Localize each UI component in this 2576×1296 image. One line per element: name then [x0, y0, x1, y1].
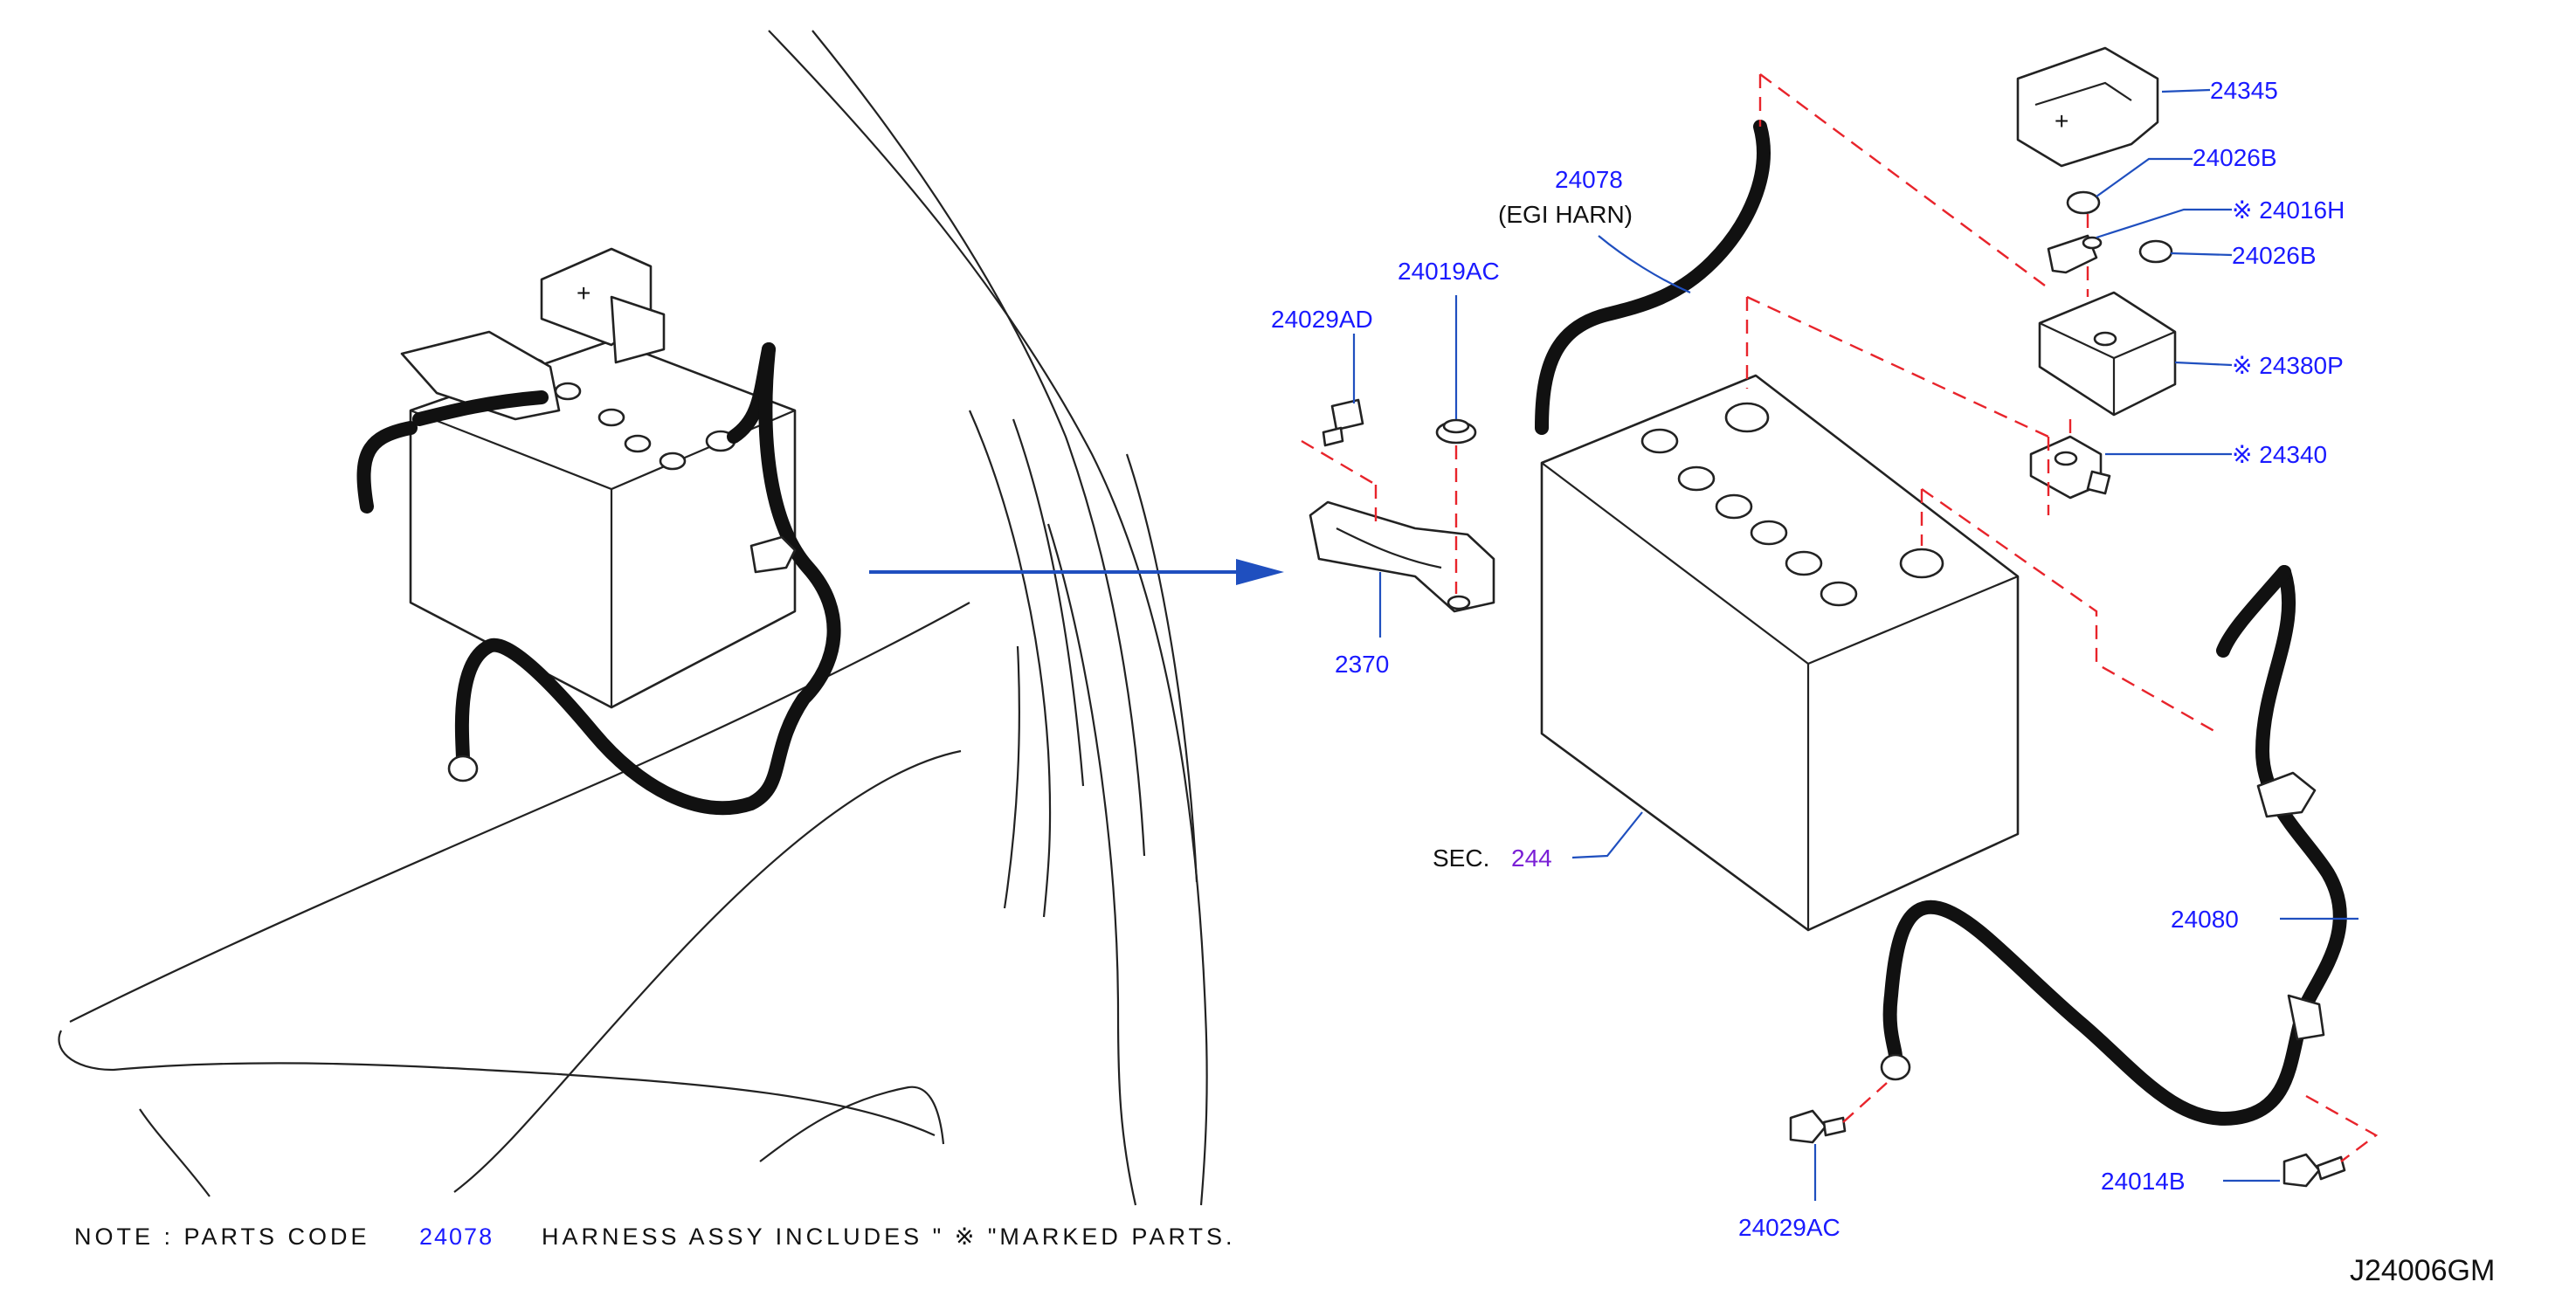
label-bolt-ac: 24029AC — [1738, 1214, 1840, 1241]
fusible-link-24380p — [2038, 291, 2177, 417]
nut-24019ac — [1435, 418, 1477, 445]
plus-mark-small: + — [577, 279, 590, 307]
terminal-clamp-24340 — [2029, 435, 2111, 500]
note-prefix: NOTE : PARTS CODE — [74, 1224, 370, 1250]
battery-assembly-overview: + — [356, 247, 841, 816]
label-cable: 24080 — [2171, 906, 2239, 933]
label-bolt-bottom: 24014B — [2101, 1168, 2186, 1195]
assembly-guides — [1301, 73, 2379, 1162]
nut-24026b-top — [2066, 190, 2101, 215]
label-cover: 24345 — [2210, 77, 2278, 104]
battery-cable-24080 — [1880, 565, 2347, 1126]
label-terminal-clamp: ※ 24340 — [2232, 441, 2327, 468]
nut-24026b-second — [2138, 239, 2173, 264]
battery-main — [1540, 374, 2020, 932]
vehicle-body-outline — [58, 30, 1208, 1206]
bolt-24029ac — [1789, 1109, 1847, 1144]
bolt-24014b — [2282, 1153, 2346, 1188]
label-sec-prefix: SEC. — [1433, 844, 1489, 872]
terminal-cover-24345: + — [2016, 46, 2159, 168]
detail-arrow — [869, 559, 1284, 585]
label-fusible-link: ※ 24380P — [2232, 352, 2344, 379]
label-nut-ac: 24019AC — [1398, 258, 1500, 285]
label-sec-number[interactable]: 244 — [1511, 844, 1552, 872]
label-nut-top: 24026B — [2193, 144, 2277, 171]
egi-harness-cable — [1535, 120, 1771, 435]
battery-caps — [1640, 402, 1944, 607]
leader-lines — [1352, 88, 2358, 1201]
bolt-24029ad — [1322, 398, 1364, 447]
terminal-24016h — [2047, 234, 2103, 274]
label-frame: 2​370 — [1335, 651, 1389, 678]
note-suffix: HARNESS ASSY INCLUDES " ※ "MARKED PARTS. — [542, 1224, 1235, 1250]
battery-frame — [1309, 500, 1495, 613]
plus-mark-cover: + — [2055, 107, 2068, 134]
note-code: 24078 — [419, 1224, 494, 1250]
label-egi-harn-name: (EGI HARN) — [1498, 201, 1633, 228]
label-nut-second: 24026B — [2232, 242, 2317, 269]
label-terminal-h: ※ 24016H — [2232, 196, 2345, 224]
label-egi-harn-code: 24078 — [1555, 166, 1623, 193]
label-bolt-ad: 24029AD — [1271, 306, 1373, 333]
diagram-code: J24006GM — [2350, 1254, 2495, 1287]
